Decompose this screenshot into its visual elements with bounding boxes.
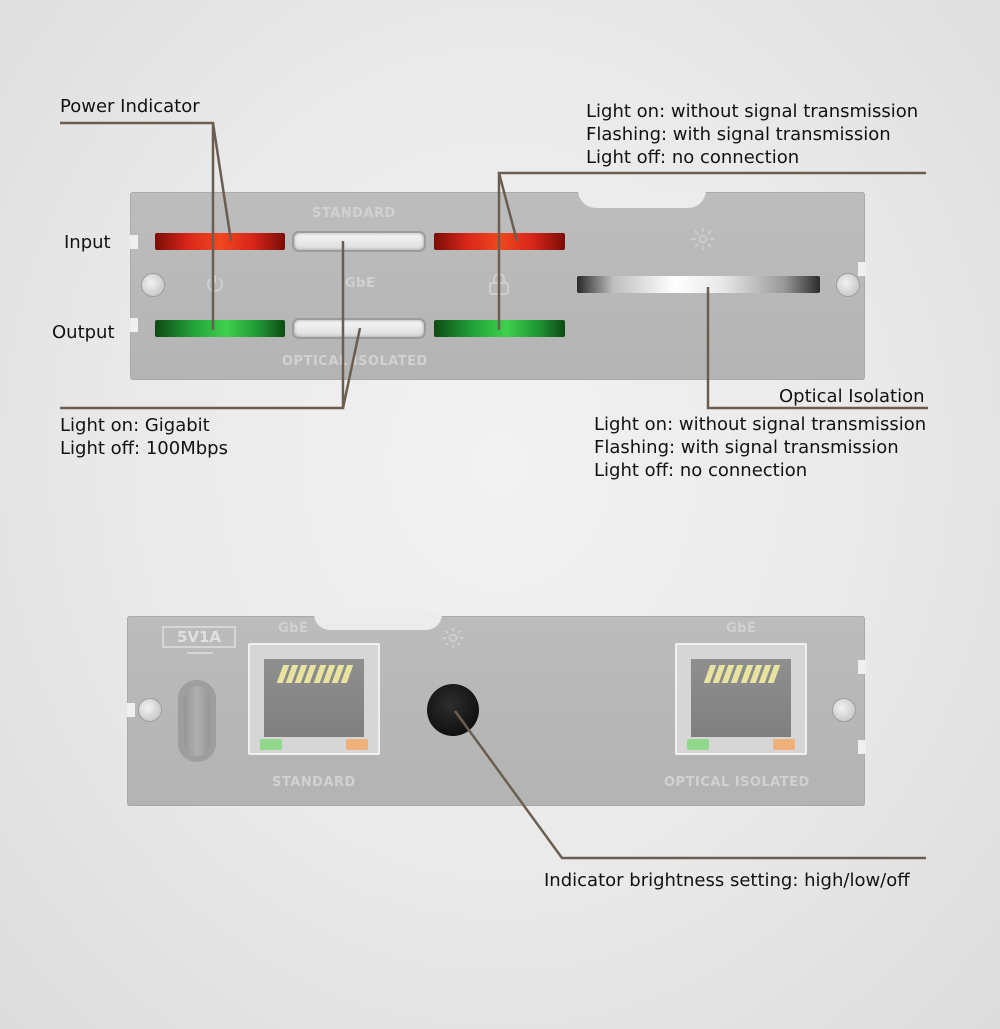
power-indicator-label: Power Indicator — [60, 96, 200, 117]
power-input-led — [155, 233, 285, 250]
port-led-green — [687, 739, 709, 750]
power-rating-label: 5V1A — [162, 626, 236, 648]
optical-isolation-label: Optical Isolation — [779, 386, 925, 407]
rear-panel-notch — [314, 614, 442, 630]
rear-gbe-left-label: GbE — [278, 621, 309, 636]
output-label: Output — [52, 322, 115, 343]
leader-optical-isolation — [706, 287, 928, 410]
port-led-orange — [346, 739, 368, 750]
rear-panel-edge-right — [858, 660, 866, 674]
rear-panel-edge-left — [127, 703, 135, 717]
signal-callout-top-line-1: Light on: without signal transmission — [586, 101, 919, 122]
rear-gbe-right-label: GbE — [726, 621, 757, 636]
front-optical-isolated-label: OPTICAL ISOLATED — [282, 354, 428, 369]
usb-c-icon[interactable] — [178, 680, 216, 762]
optical-isolation-led — [577, 276, 820, 293]
brightness-button[interactable] — [427, 684, 479, 736]
signal-callout-top-line-3: Light off: no connection — [586, 147, 800, 168]
rear-panel-edge-right-2 — [858, 740, 866, 754]
front-gbe-label: GbE — [345, 276, 376, 291]
power-output-led — [155, 320, 285, 337]
leader-power-indicator-branch — [211, 122, 233, 242]
gbe-callout: Light on: Gigabit Light off: 100Mbps — [60, 414, 228, 460]
ethernet-port-optical-isolated[interactable] — [675, 643, 807, 755]
signal-callout-bottom-line-3: Light off: no connection — [594, 460, 808, 481]
signal-callout-bottom-line-2: Flashing: with signal transmission — [594, 437, 899, 458]
rear-screw-left — [139, 699, 161, 721]
rear-standard-label: STANDARD — [272, 775, 356, 790]
rear-optical-isolated-label: OPTICAL ISOLATED — [664, 775, 810, 790]
port-led-orange — [773, 739, 795, 750]
gbe-led-top — [294, 233, 424, 250]
leader-gbe — [60, 241, 345, 410]
front-panel-edge-left-2 — [130, 318, 138, 332]
signal-callout-bottom-line-1: Light on: without signal transmission — [594, 414, 927, 435]
leader-signal-top-branch — [497, 172, 519, 242]
ethernet-port-standard[interactable] — [248, 643, 380, 755]
brightness-icon — [691, 228, 715, 250]
front-panel-notch — [578, 190, 706, 208]
front-standard-label: STANDARD — [312, 206, 396, 221]
leader-signal-top — [497, 171, 926, 330]
signal-callout-bottom: Light on: without signal transmission Fl… — [594, 413, 926, 482]
power-icon — [207, 275, 223, 292]
leader-gbe-branch — [341, 327, 362, 409]
front-screw-right — [837, 274, 859, 296]
input-label: Input — [64, 232, 111, 253]
brightness-callout: Indicator brightness setting: high/low/o… — [544, 870, 910, 891]
rear-screw-right — [833, 699, 855, 721]
port-led-green — [260, 739, 282, 750]
leader-brightness — [453, 710, 926, 860]
front-panel-edge-right — [858, 262, 866, 276]
signal-callout-top-line-2: Flashing: with signal transmission — [586, 124, 891, 145]
leader-power-indicator — [60, 121, 215, 330]
gbe-callout-line-2: Light off: 100Mbps — [60, 438, 228, 459]
brightness-icon — [443, 628, 463, 648]
dc-symbol — [187, 652, 213, 654]
front-screw-left — [142, 274, 164, 296]
signal-callout-top: Light on: without signal transmission Fl… — [586, 100, 918, 169]
front-panel-edge-left — [130, 235, 138, 249]
gbe-callout-line-1: Light on: Gigabit — [60, 415, 210, 436]
